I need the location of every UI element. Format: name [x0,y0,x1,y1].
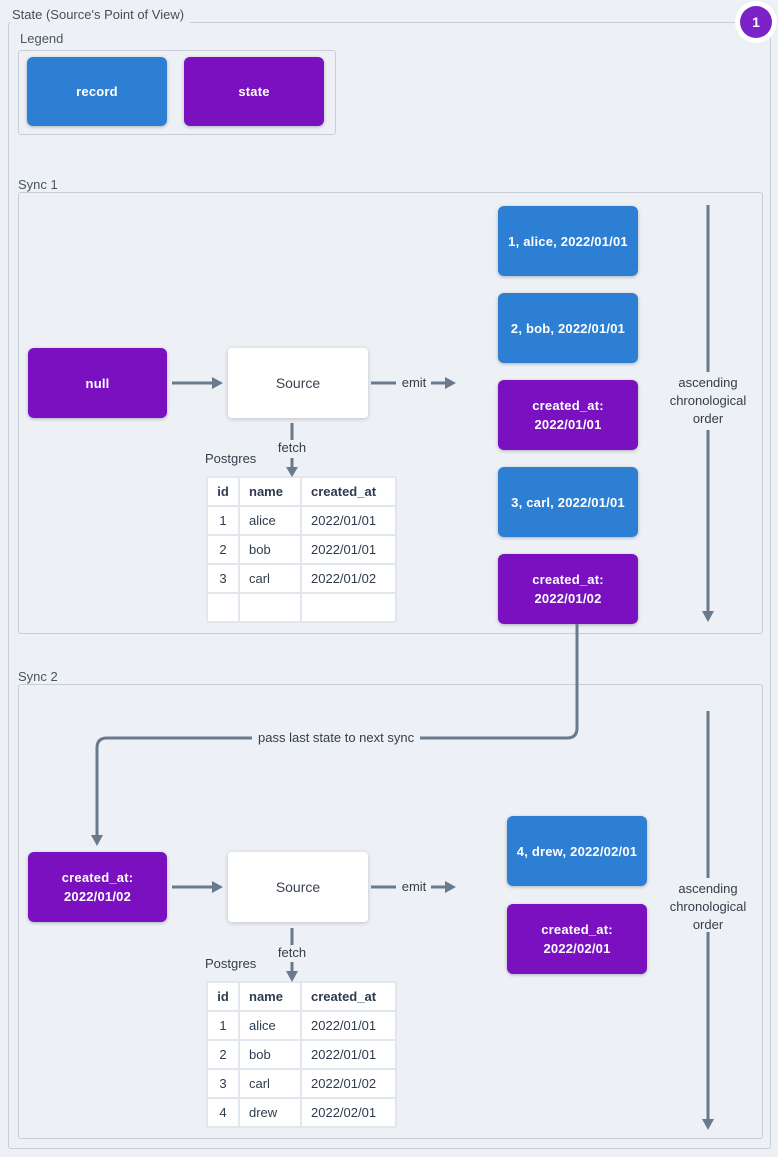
sync2-input-state-line1: created_at: [61,870,134,885]
sync2-source-label: Source [275,879,321,895]
record-text: 2, bob, 2022/01/01 [510,320,626,336]
col-header-name: name [240,983,300,1010]
sync2-group-label: Sync 2 [18,669,58,684]
cell-id: 4 [208,1099,238,1126]
legend-state-label: state [238,84,270,99]
cell-id: 3 [208,565,238,592]
order-line: order [692,917,724,932]
sync1-db-label: Postgres [205,451,257,466]
col-header-created-at: created_at [302,478,395,505]
order-line: chronological [669,393,747,408]
sync1-emitted-record-2: 2, bob, 2022/01/01 [498,293,638,363]
cell-created-at: 2022/01/01 [302,507,395,534]
state-text: created_at: [532,572,604,587]
legend-group-box [18,50,336,135]
sync1-source-label: Source [275,375,321,391]
col-header-id: id [208,478,238,505]
record-text: 4, drew, 2022/02/01 [516,843,638,859]
page-title: State (Source's Point of View) [10,7,191,29]
sync1-postgres-table: id name created_at 1 alice 2022/01/01 2 … [206,476,397,623]
state-text: 2022/01/02 [534,591,602,606]
sync2-emitted-record-1: 4, drew, 2022/02/01 [507,816,647,886]
cell-created-at: 2022/01/02 [302,565,395,592]
cell-created-at: 2022/01/01 [302,536,395,563]
sync2-emitted-state-1: created_at: 2022/02/01 [507,904,647,974]
sync2-db-label: Postgres [205,956,257,971]
pass-state-connector-label: pass last state to next sync [252,729,421,746]
cell-created-at: 2022/01/02 [302,1070,395,1097]
cell-id: 2 [208,1041,238,1068]
sync1-source-node: Source [228,348,368,418]
state-text: created_at: [532,398,604,413]
sync1-emitted-record-3: 3, carl, 2022/01/01 [498,467,638,537]
cell-name: carl [240,565,300,592]
cell-created-at: 2022/01/01 [302,1041,395,1068]
record-text: 3, carl, 2022/01/01 [511,494,625,510]
state-text: 2022/01/01 [534,417,602,432]
legend-record-label: record [76,84,118,99]
cell-name: drew [240,1099,300,1126]
cell-name: bob [240,536,300,563]
sync2-postgres-table: id name created_at 1 alice 2022/01/01 2 … [206,981,397,1128]
cell-name: alice [240,507,300,534]
step-badge: 1 [740,6,772,38]
order-line: chronological [669,899,747,914]
sync1-emitted-record-1: 1, alice, 2022/01/01 [498,206,638,276]
legend-state-swatch: state [184,57,324,126]
table-row: 1 alice 2022/01/01 [208,1012,395,1039]
cell-id [208,594,238,621]
sync1-emit-label: emit [401,375,427,390]
cell-name [240,594,300,621]
cell-created-at: 2022/02/01 [302,1099,395,1126]
sync1-emitted-state-1: created_at: 2022/01/01 [498,380,638,450]
order-line: ascending [678,375,738,390]
sync2-source-node: Source [228,852,368,922]
table-row: 1 alice 2022/01/01 [208,507,395,534]
sync1-fetch-label: fetch [277,440,307,455]
col-header-created-at: created_at [302,983,395,1010]
col-header-name: name [240,478,300,505]
cell-id: 1 [208,507,238,534]
step-badge-ring: 1 [735,1,777,43]
sync1-input-state-node: null [28,348,167,418]
cell-id: 1 [208,1012,238,1039]
sync2-input-state-node: created_at: 2022/01/02 [28,852,167,922]
record-text: 1, alice, 2022/01/01 [508,233,628,249]
cell-name: carl [240,1070,300,1097]
sync1-emitted-state-2: created_at: 2022/01/02 [498,554,638,624]
cell-name: bob [240,1041,300,1068]
cell-id: 3 [208,1070,238,1097]
sync2-input-state-line2: 2022/01/02 [63,889,132,904]
legend-group-label: Legend [20,31,64,46]
sync2-fetch-label: fetch [277,945,307,960]
cell-created-at: 2022/01/01 [302,1012,395,1039]
sync2-emit-label: emit [401,879,427,894]
state-pov-group-box [8,22,771,1149]
order-line: ascending [678,881,738,896]
sync1-order-label: ascending chronological order [658,374,758,428]
cell-name: alice [240,1012,300,1039]
table-row: 3 carl 2022/01/02 [208,565,395,592]
table-row: 2 bob 2022/01/01 [208,1041,395,1068]
sync2-order-label: ascending chronological order [658,880,758,934]
order-line: order [692,411,724,426]
col-header-id: id [208,983,238,1010]
table-row: 4 drew 2022/02/01 [208,1099,395,1126]
state-text: 2022/02/01 [543,941,611,956]
state-text: created_at: [541,922,613,937]
table-row: 3 carl 2022/01/02 [208,1070,395,1097]
sync1-group-label: Sync 1 [18,177,58,192]
legend-record-swatch: record [27,57,167,126]
table-row-empty [208,594,395,621]
cell-created-at [302,594,395,621]
table-row: 2 bob 2022/01/01 [208,536,395,563]
cell-id: 2 [208,536,238,563]
sync1-input-state-line1: null [85,375,110,391]
